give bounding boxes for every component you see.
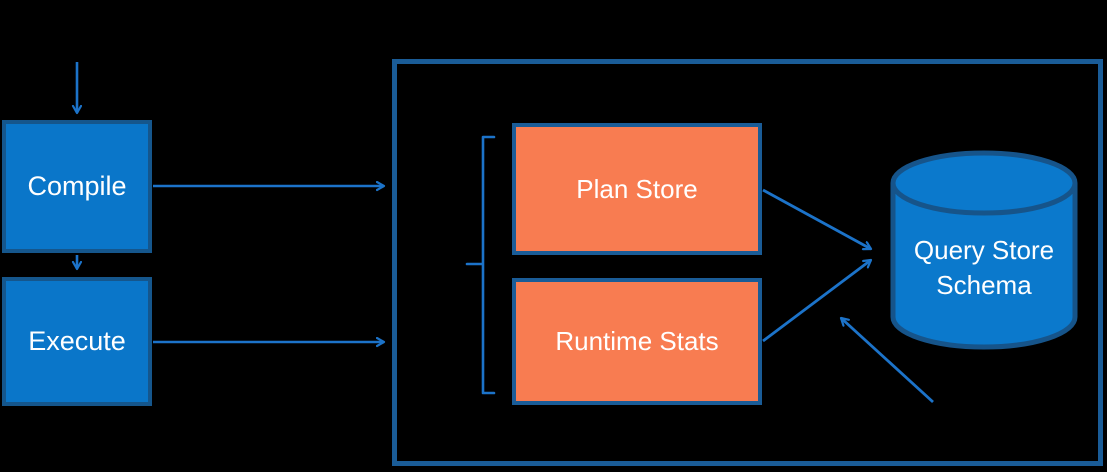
arrow-external-to-schema — [841, 318, 934, 404]
compile-node: Compile — [2, 120, 152, 253]
execute-label: Execute — [28, 326, 126, 356]
grouping-brace — [465, 135, 496, 395]
execute-node: Execute — [2, 277, 152, 406]
arrow-runtime-stats-to-schema — [762, 258, 871, 343]
plan-store-node: Plan Store — [512, 123, 762, 255]
database-cylinder-icon — [890, 150, 1078, 350]
runtime-stats-label: Runtime Stats — [555, 326, 719, 356]
runtime-stats-node: Runtime Stats — [512, 278, 762, 405]
arrow-plan-store-to-schema — [762, 188, 871, 249]
query-store-group-box — [392, 59, 1103, 466]
query-store-schema-label: Query Store Schema — [913, 235, 1055, 300]
compile-label: Compile — [27, 171, 127, 201]
plan-store-label: Plan Store — [576, 173, 698, 204]
